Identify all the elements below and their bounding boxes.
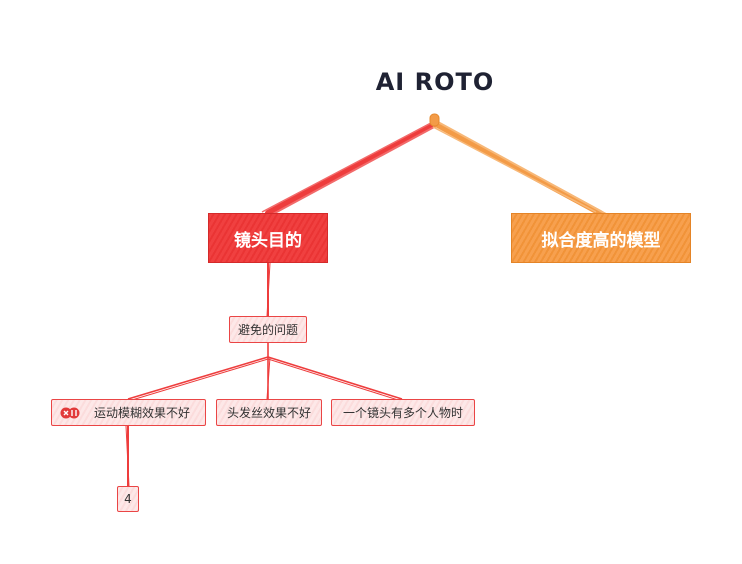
topic-hair-detail-label: 头发丝效果不好 (226, 406, 311, 420)
root-connector-knob (429, 113, 440, 127)
topic-issues-to-avoid-label: 避免的问题 (237, 323, 298, 337)
branch-lens-purpose[interactable]: 镜头目的 (208, 213, 328, 263)
count-badge[interactable]: 4 (117, 486, 139, 512)
branch-high-fit-model[interactable]: 拟合度高的模型 (511, 213, 691, 263)
topic-motion-blur[interactable]: 运动模糊效果不好 (51, 399, 206, 426)
branch-high-fit-model-label: 拟合度高的模型 (541, 230, 661, 251)
topic-motion-blur-label: 运动模糊效果不好 (94, 406, 191, 420)
root-topic[interactable]: AI ROTO (335, 64, 535, 100)
connector-root-right (433, 121, 603, 216)
connector-root-left (265, 121, 437, 216)
topic-issues-to-avoid[interactable]: 避免的问题 (229, 316, 307, 343)
topic-multiple-people[interactable]: 一个镜头有多个人物时 (331, 399, 475, 426)
root-topic-label: AI ROTO (375, 68, 495, 96)
connector-issues-leaf1 (127, 356, 269, 400)
branch-lens-purpose-label: 镜头目的 (234, 230, 302, 251)
count-badge-label: 4 (124, 492, 132, 506)
topic-multiple-people-label: 一个镜头有多个人物时 (342, 406, 463, 420)
connector-issues-leaf3 (267, 356, 403, 400)
link-icon[interactable] (60, 406, 80, 420)
topic-hair-detail[interactable]: 头发丝效果不好 (216, 399, 322, 426)
